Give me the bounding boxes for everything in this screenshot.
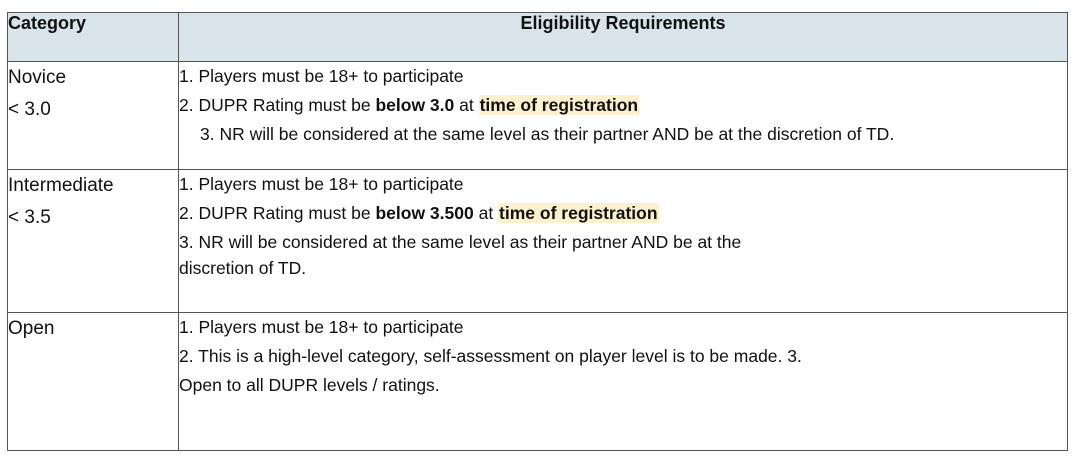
highlight-registration: time of registration (478, 95, 640, 115)
eligibility-table: Category Eligibility Requirements Novice… (7, 12, 1068, 451)
requirement-2: 2. DUPR Rating must be below 3.0 at time… (179, 91, 1067, 120)
requirement-2-text: 2. DUPR Rating must be (179, 95, 376, 115)
table-row-open: Open 1. Players must be 18+ to participa… (7, 312, 1068, 451)
requirement-2: 2. DUPR Rating must be below 3.500 at ti… (179, 199, 1067, 228)
requirement-3: Open to all DUPR levels / ratings. (179, 375, 440, 395)
category-name: Novice (8, 67, 67, 88)
requirement-2-at: at (473, 203, 499, 223)
requirement-1: 1. Players must be 18+ to participate (179, 66, 464, 86)
highlight-registration: time of registration (498, 203, 659, 223)
table-row-intermediate: Intermediate < 3.5 1. Players must be 18… (7, 169, 1068, 313)
requirement-3: 3. NR will be considered at the same lev… (179, 232, 742, 252)
category-cell: Novice < 3.0 (7, 61, 179, 170)
category-rating: < 3.5 (8, 207, 51, 228)
category-name: Open (8, 318, 55, 339)
requirements-cell: 1. Players must be 18+ to participate 2.… (178, 61, 1068, 170)
category-cell: Open (7, 312, 179, 451)
header-row: Category Eligibility Requirements (7, 12, 1068, 62)
requirements-cell: 1. Players must be 18+ to participate 2.… (178, 312, 1068, 451)
requirement-2: 2. This is a high-level category, self-a… (179, 346, 802, 366)
table-row-novice: Novice < 3.0 1. Players must be 18+ to p… (7, 61, 1068, 170)
requirement-2-text: 2. DUPR Rating must be (179, 203, 376, 223)
requirement-1: 1. Players must be 18+ to participate (179, 174, 464, 194)
requirement-1: 1. Players must be 18+ to participate (179, 317, 464, 337)
category-name: Intermediate (8, 175, 114, 196)
rating-threshold: below 3.0 (375, 95, 455, 115)
header-requirements: Eligibility Requirements (178, 12, 1068, 62)
requirement-3-continued: discretion of TD. (179, 258, 307, 278)
requirements-cell: 1. Players must be 18+ to participate 2.… (178, 169, 1068, 313)
category-rating: < 3.0 (8, 99, 51, 120)
requirement-3: 3. NR will be considered at the same lev… (200, 124, 895, 144)
requirement-2-at: at (454, 95, 479, 115)
header-category: Category (7, 12, 179, 62)
rating-threshold: below 3.500 (375, 203, 474, 223)
category-cell: Intermediate < 3.5 (7, 169, 179, 313)
